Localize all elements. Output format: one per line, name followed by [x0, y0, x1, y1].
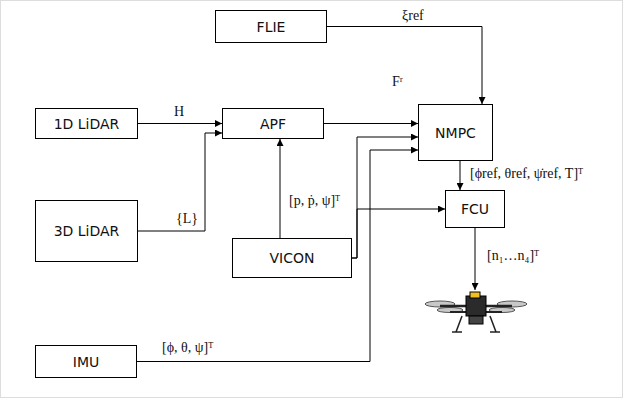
process-box: FLIE [215, 10, 327, 43]
box-label: FLIE [257, 19, 286, 35]
signal-arrow [138, 123, 222, 124]
process-box: APF [222, 108, 324, 139]
signal-label: [n₁…n₄]ᵀ [485, 248, 541, 264]
motor-command-line [475, 228, 476, 290]
signal-arrow [460, 161, 461, 190]
signal-label: Fʳ [390, 74, 405, 90]
process-box: VICON [232, 238, 352, 278]
drone-illustration [425, 292, 527, 332]
box-label: 3D LiDAR [54, 223, 120, 239]
signal-arrow [324, 123, 418, 124]
process-box: FCU [445, 190, 505, 228]
process-box: 1D LiDAR [35, 108, 138, 139]
signal-arrow [138, 133, 222, 231]
signal-label: H [172, 104, 186, 120]
box-label: IMU [73, 354, 99, 370]
process-box: NMPC [418, 104, 493, 161]
signal-arrow [137, 150, 418, 362]
box-label: APF [260, 116, 286, 132]
box-label: FCU [461, 201, 489, 217]
signal-arrow [352, 137, 418, 258]
signal-label: [ϕref, θref, ψ̇ref, T]ᵀ [468, 166, 585, 182]
signal-label: {L} [174, 211, 200, 227]
process-box: IMU [35, 345, 137, 378]
signal-label: ξref [400, 8, 426, 24]
box-label: NMPC [435, 125, 476, 141]
box-label: VICON [270, 250, 315, 266]
signal-arrow [352, 209, 445, 258]
signal-label: [ϕ, θ, ψ]ᵀ [160, 340, 215, 356]
signal-arrow [280, 139, 281, 238]
signal-arrow [327, 27, 482, 105]
signal-label: [p, ṗ, ψ]ᵀ [287, 193, 342, 209]
process-box: 3D LiDAR [35, 200, 138, 262]
box-label: 1D LiDAR [54, 116, 120, 132]
